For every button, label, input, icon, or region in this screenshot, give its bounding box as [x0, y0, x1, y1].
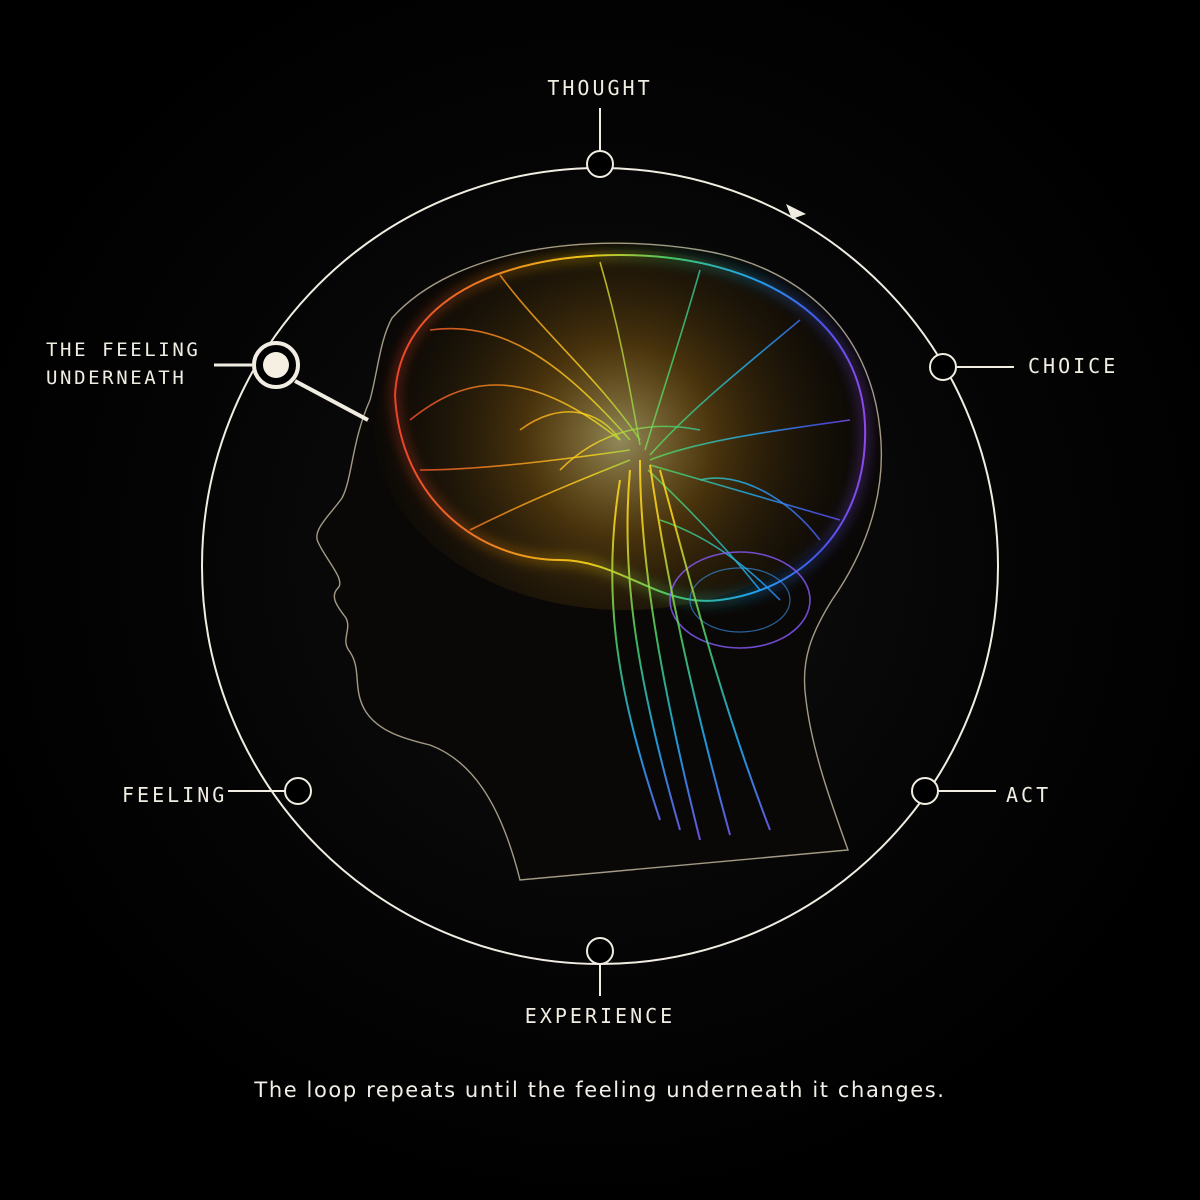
- node-experience-icon[interactable]: [586, 937, 614, 965]
- stage-label-choice: CHOICE: [1028, 354, 1119, 378]
- stage-label-feeling: FEELING: [122, 783, 228, 807]
- brain-network: [375, 250, 875, 841]
- arrowhead-icon: [786, 204, 806, 219]
- caption: The loop repeats until the feeling under…: [254, 1078, 946, 1102]
- highlight-label-line2: UNDERNEATH: [46, 367, 187, 389]
- node-choice-icon[interactable]: [929, 353, 957, 381]
- highlight-label: THE FEELING UNDERNEATH: [46, 336, 200, 392]
- highlight-label-line1: THE FEELING: [46, 339, 201, 361]
- stage-label-thought: THOUGHT: [547, 76, 653, 100]
- node-act-icon[interactable]: [911, 777, 939, 805]
- stage-label-act: ACT: [1006, 783, 1052, 807]
- stage-label-experience: EXPERIENCE: [524, 1004, 676, 1028]
- node-thought-icon[interactable]: [586, 150, 614, 178]
- node-feeling-icon[interactable]: [284, 777, 312, 805]
